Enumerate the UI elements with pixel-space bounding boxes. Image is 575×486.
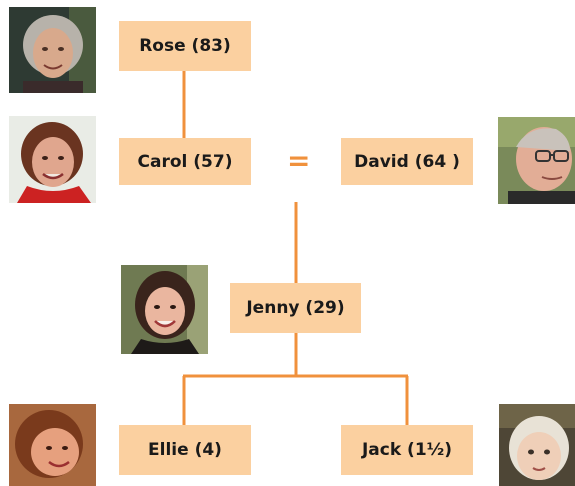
photo-man-glasses-icon (498, 117, 575, 204)
person-box-rose: Rose (83) (119, 21, 251, 71)
person-box-ellie: Ellie (4) (119, 425, 251, 475)
photo-girl-icon (9, 404, 96, 486)
photo-woman-icon (9, 116, 96, 203)
photo-toddler-icon (499, 404, 575, 486)
marriage-symbol: = (287, 144, 311, 177)
person-box-jenny: Jenny (29) (230, 283, 361, 333)
photo-young-woman-icon (121, 265, 208, 354)
photo-elderly-woman-icon (9, 7, 96, 93)
person-box-carol: Carol (57) (119, 138, 251, 185)
person-box-david: David (64 ) (341, 138, 473, 185)
person-box-jack: Jack (1½) (341, 425, 473, 475)
